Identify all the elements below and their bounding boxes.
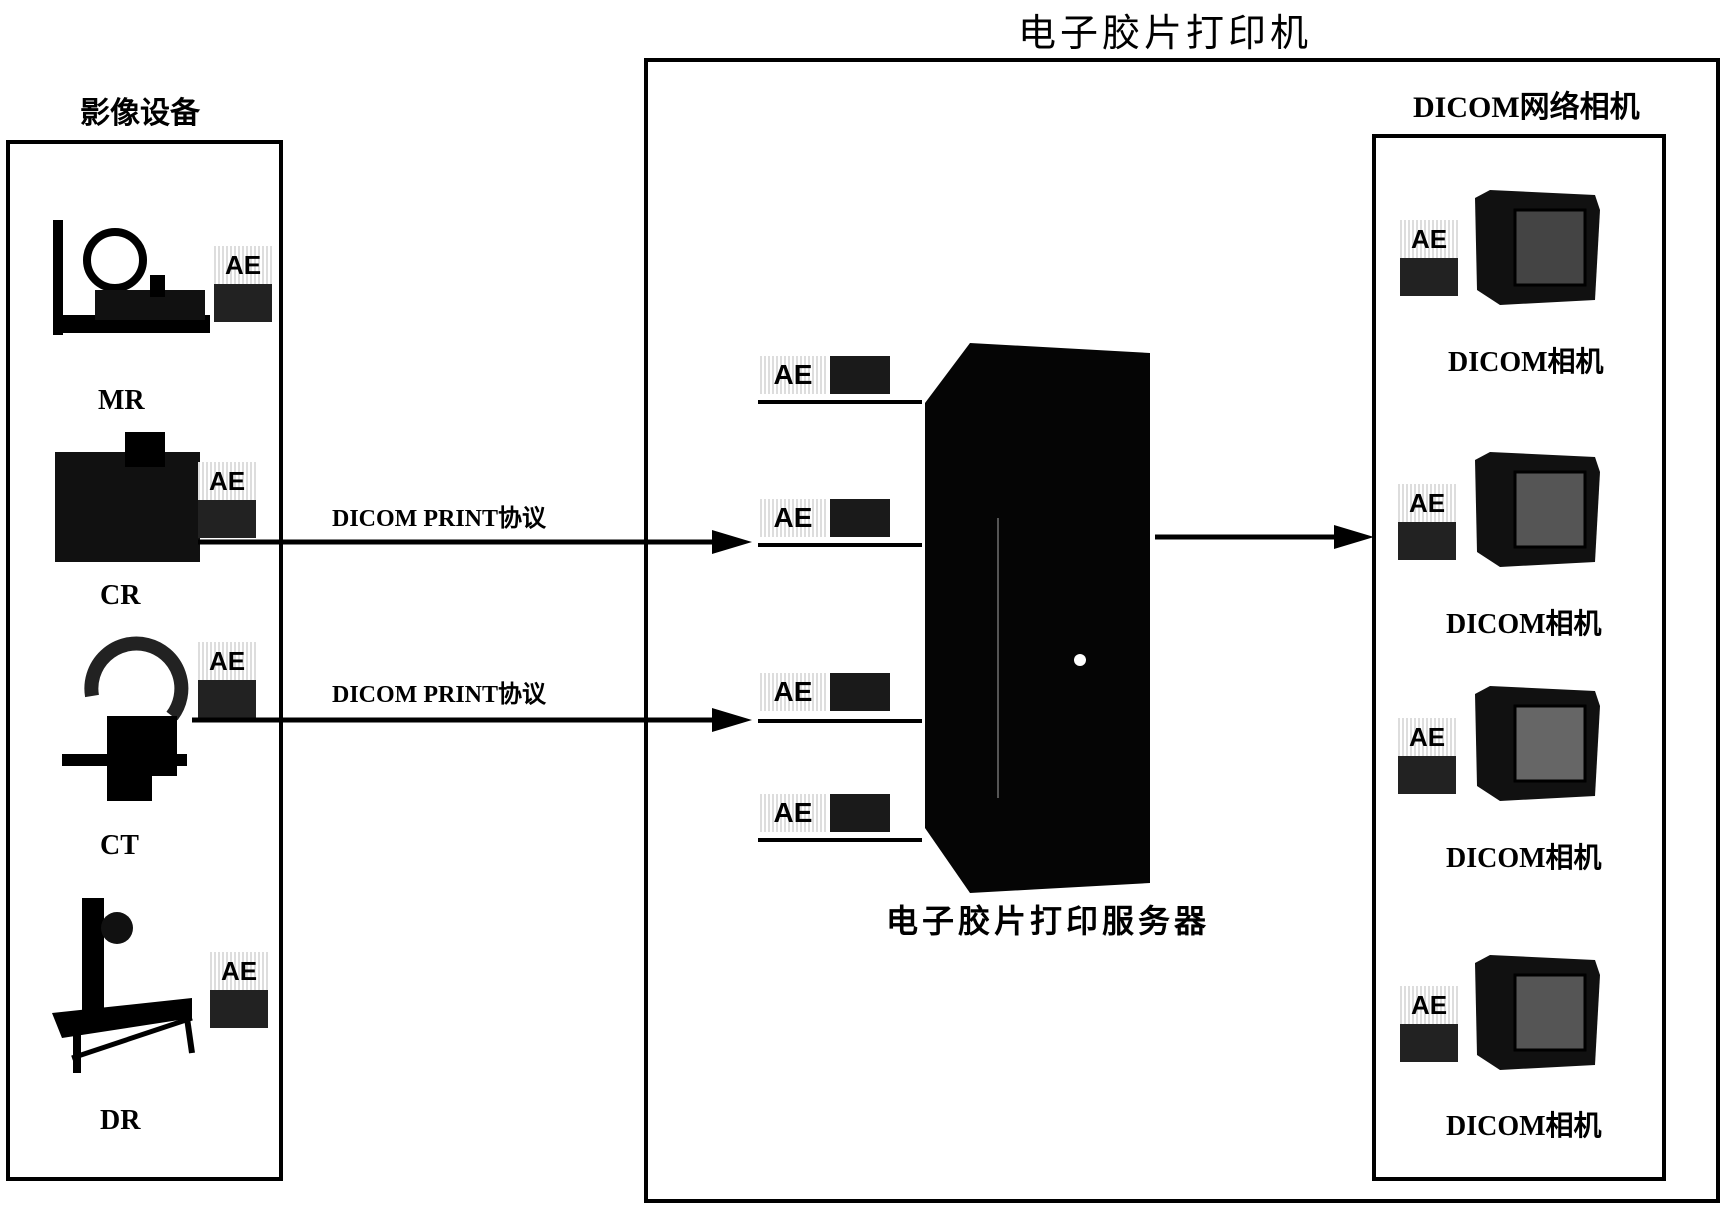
server-ae-port-2: AE [760,499,890,537]
camera-3-ae-badge: AE [1398,718,1456,794]
modalities-panel [6,140,283,1181]
ct-arrowhead [712,708,752,732]
dr-label: DR [100,1105,141,1136]
cameras-panel [1372,134,1666,1181]
camera-3-label: DICOM相机 [1446,843,1602,874]
server-port-line-1 [758,400,922,404]
camera-2-ae-badge: AE [1398,484,1456,560]
camera-2-printer-icon [1475,452,1600,567]
camera-4-label: DICOM相机 [1446,1111,1602,1142]
ct-scanner-icon [62,636,189,801]
mr-scanner-icon [53,220,210,335]
print-server-label: 电子胶片打印服务器 [886,902,1211,940]
film-printer-box [644,58,1720,1203]
server-ae-port-1: AE [760,356,890,394]
camera-1-printer-icon [1475,190,1600,305]
camera-1-label: DICOM相机 [1448,347,1604,378]
camera-4-ae-badge: AE [1400,986,1458,1062]
cameras-heading: DICOM网络相机 [1413,91,1640,124]
camera-1-ae-badge: AE [1400,220,1458,296]
camera-2-label: DICOM相机 [1446,609,1602,640]
cr-label: CR [100,580,141,611]
server-port-line-3 [758,719,922,723]
ct-ae-badge: AE [198,642,256,718]
server-ae-port-3: AE [760,673,890,711]
connection-label-ct: DICOM PRINT协议 [332,682,546,708]
camera-3-printer-icon [1475,686,1600,801]
server-port-line-4 [758,838,922,842]
mr-ae-badge: AE [214,246,272,322]
ct-label: CT [100,830,139,861]
print-server-icon [925,343,1150,893]
cr-ae-badge: AE [198,462,256,538]
cr-reader-icon [55,432,200,562]
server-ae-port-4: AE [760,794,890,832]
modalities-heading: 影像设备 [80,97,200,130]
server-port-line-2 [758,543,922,547]
camera-4-printer-icon [1475,955,1600,1070]
dr-xray-icon [52,898,195,1073]
dr-ae-badge: AE [210,952,268,1028]
printer-system-title: 电子胶片打印机 [1018,11,1313,55]
cr-arrowhead [712,530,752,554]
camera-arrowhead [1334,525,1374,549]
mr-label: MR [98,385,145,416]
connection-label-cr: DICOM PRINT协议 [332,506,546,532]
